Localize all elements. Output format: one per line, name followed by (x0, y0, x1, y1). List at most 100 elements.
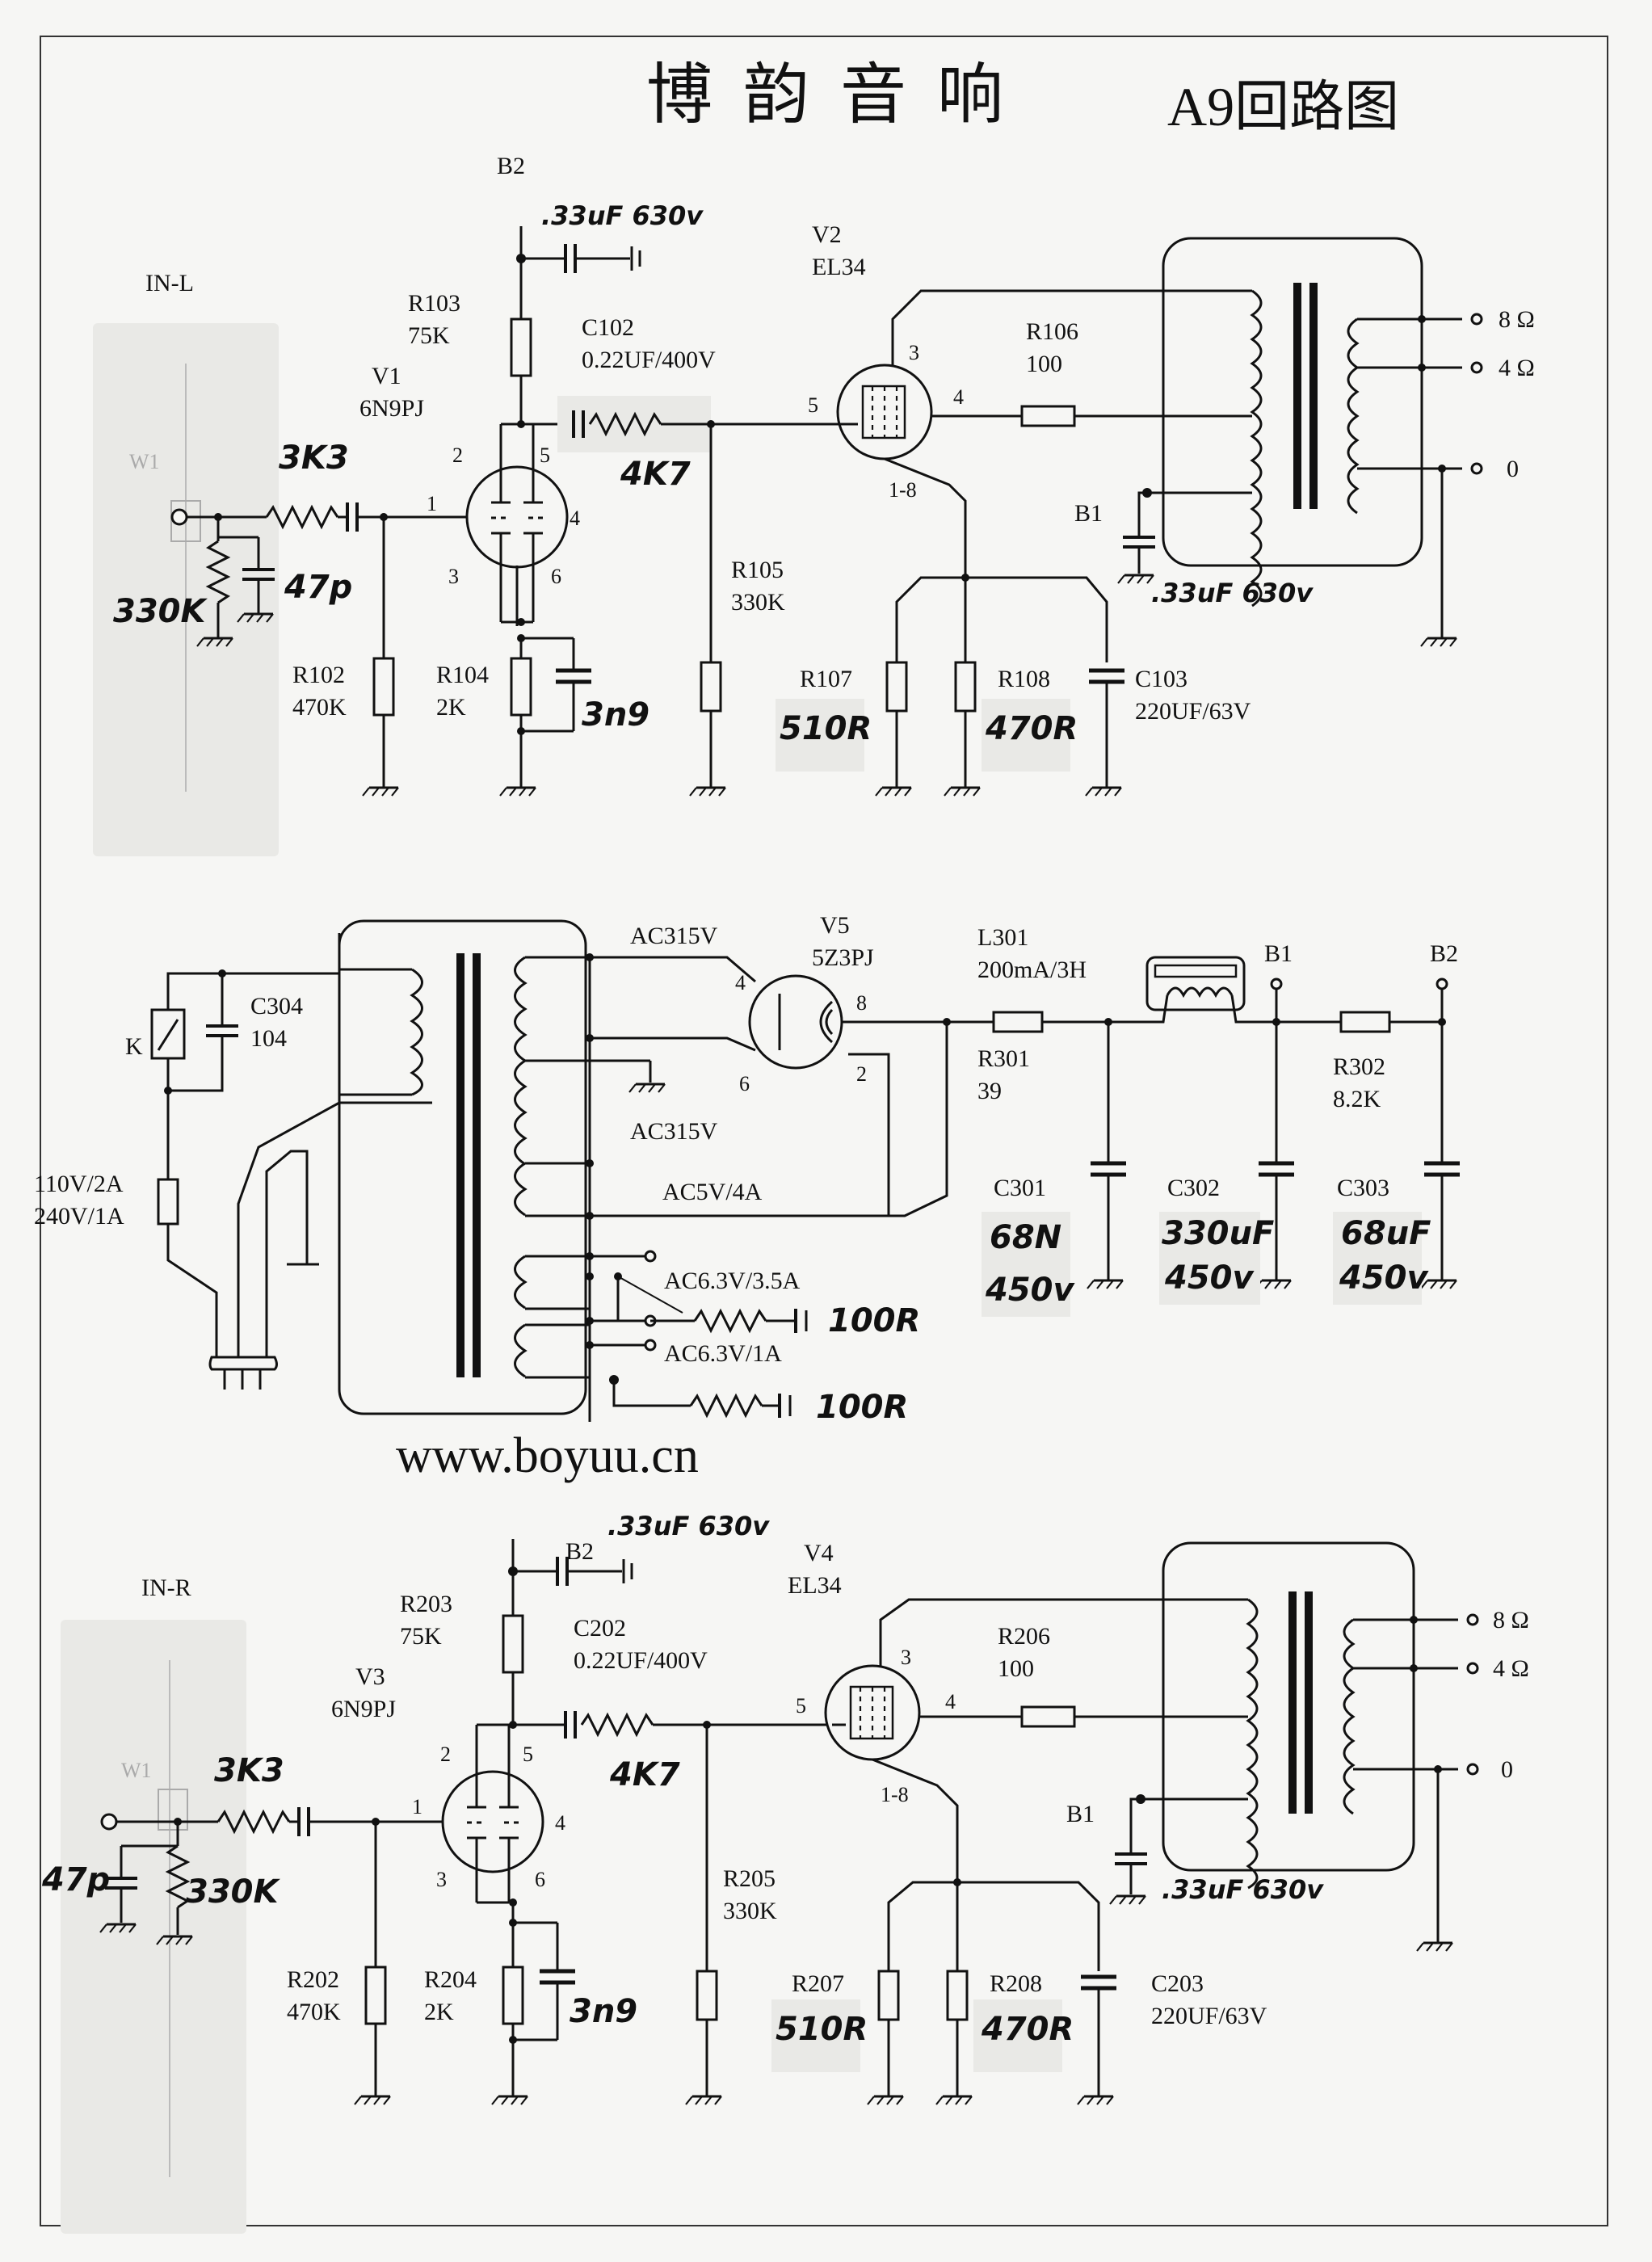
c303-value-2: 450v (1339, 1259, 1429, 1297)
output-transformer-r (1162, 1541, 1415, 1872)
v2-ref: V2 (812, 221, 842, 248)
input-label-r: IN-R (141, 1575, 191, 1601)
b1-supply-label: B1 (1264, 940, 1293, 967)
v4-pin-4: 4 (945, 1690, 956, 1713)
r-hum-a-value: 100R (828, 1302, 920, 1339)
out-0-label-r: 0 (1501, 1756, 1513, 1783)
out-8ohm-terminal-r[interactable] (1466, 1613, 1479, 1626)
v5-pin-4: 4 (735, 971, 746, 994)
v3-pin-4: 4 (555, 1811, 565, 1835)
out-0-terminal[interactable] (1470, 462, 1483, 475)
out-0-label: 0 (1507, 456, 1519, 482)
v2-pin-3: 3 (909, 341, 919, 364)
r202 (364, 1966, 387, 2025)
b2-label-r: B2 (565, 1538, 594, 1565)
v5-rectifier (748, 974, 843, 1070)
c303-value-1: 68uF (1341, 1215, 1431, 1252)
v2-tube (836, 364, 933, 460)
r103-ref: R103 (408, 290, 460, 317)
left-channel: W1 IN-L 3K3 330K 47p R102 470K (93, 153, 1535, 856)
r208 (946, 1970, 969, 2021)
title: 博韵音响 (646, 57, 1034, 133)
r-in-value: 3K3 (279, 439, 349, 477)
r102 (372, 657, 395, 717)
r107 (885, 661, 908, 713)
r202-ref: R202 (287, 1966, 339, 1993)
ac-hv-bottom-label: AC315V (630, 1118, 718, 1145)
b2-supply-label: B2 (1430, 940, 1458, 967)
r302-value: 8.2K (1333, 1086, 1381, 1112)
input-label: IN-L (145, 270, 194, 296)
out-4ohm-terminal[interactable] (1470, 361, 1483, 374)
ac-5v-label: AC5V/4A (662, 1179, 763, 1205)
r203-value: 75K (400, 1623, 442, 1650)
r106-ref: R106 (1026, 318, 1078, 345)
v5-pin-8: 8 (856, 991, 867, 1015)
ac-63-a-label: AC6.3V/3.5A (664, 1268, 801, 1294)
c302-ref: C302 (1167, 1175, 1220, 1201)
out-4ohm-label: 4 Ω (1499, 355, 1535, 381)
c304-ref: C304 (250, 993, 303, 1020)
r108-ref: R108 (998, 666, 1050, 692)
c102-value: 0.22UF/400V (582, 347, 716, 373)
v1-tube (465, 465, 569, 569)
v1-pin-2: 2 (452, 444, 463, 467)
input-jack[interactable] (170, 508, 188, 526)
b1-label-r: B1 (1066, 1801, 1095, 1827)
v3-pin-1: 1 (412, 1795, 422, 1818)
c203-ref: C203 (1151, 1970, 1204, 1997)
v1-pin-1: 1 (427, 492, 437, 515)
ac-63-b-label: AC6.3V/1A (664, 1340, 782, 1367)
v3-pin-3: 3 (436, 1868, 447, 1891)
c202-ref: C202 (574, 1615, 626, 1642)
c301-value-2: 450v (985, 1272, 1075, 1309)
b1-label: B1 (1074, 500, 1103, 527)
r105-ref: R105 (731, 557, 784, 583)
r302 (1339, 1011, 1391, 1033)
r-in-value-r: 3K3 (214, 1752, 284, 1789)
r-hum-b-value: 100R (816, 1389, 908, 1426)
power-supply: K C304 104 110V/2A 240V/1A (34, 912, 1460, 1426)
r203 (502, 1614, 524, 1674)
ac-hv-top-label: AC315V (630, 923, 718, 949)
v2-type: EL34 (812, 254, 866, 280)
out-0-terminal-r[interactable] (1466, 1763, 1479, 1776)
page-border (40, 36, 1608, 2226)
input-jack-r[interactable] (100, 1813, 118, 1831)
v5-ref: V5 (820, 912, 850, 939)
out-4ohm-terminal-r[interactable] (1466, 1662, 1479, 1675)
volume-pot-label: W1 (129, 450, 160, 473)
c-grid-value: 47p (284, 569, 352, 606)
v3-ref: V3 (355, 1663, 385, 1690)
r105 (700, 661, 722, 713)
r105-value: 330K (731, 589, 785, 616)
c103-ref: C103 (1135, 666, 1188, 692)
r302-ref: R302 (1333, 1053, 1385, 1080)
c-cathode-value-r: 3n9 (570, 1993, 637, 2030)
fuse-rating-1: 110V/2A (34, 1171, 124, 1197)
v1-pin-3: 3 (448, 565, 459, 588)
c103-value: 220UF/63V (1135, 698, 1251, 725)
l301-value: 200mA/3H (977, 957, 1087, 983)
c301-value-1: 68N (990, 1219, 1061, 1256)
v5-type: 5Z3PJ (812, 944, 874, 971)
l301-choke (1145, 956, 1246, 1011)
r104-ref: R104 (436, 662, 489, 688)
v1-pin-6: 6 (551, 565, 561, 588)
r106 (1020, 405, 1076, 427)
c203-value: 220UF/63V (1151, 2003, 1267, 2029)
subtitle: A9回路图 (1167, 76, 1399, 137)
out-4ohm-label-r: 4 Ω (1493, 1655, 1529, 1682)
r108 (954, 661, 977, 713)
r104 (510, 657, 532, 717)
v3-pin-5: 5 (523, 1743, 533, 1766)
b2-supply-terminal (1436, 978, 1448, 990)
v2-pin-5: 5 (808, 393, 818, 417)
b1-supply-terminal (1270, 978, 1283, 990)
v1-pin-5: 5 (540, 444, 550, 467)
r205-ref: R205 (723, 1865, 776, 1892)
out-8ohm-terminal[interactable] (1470, 313, 1483, 326)
r-grid-value: 330K (113, 593, 208, 630)
r202-value: 470K (287, 1999, 341, 2025)
